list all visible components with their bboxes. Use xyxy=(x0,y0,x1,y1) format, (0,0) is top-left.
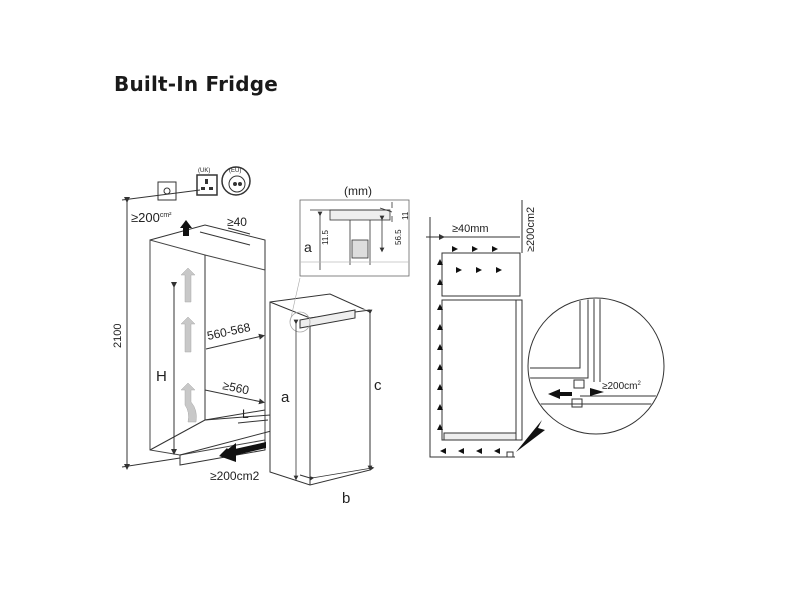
gap-40mm-label: ≥40mm xyxy=(452,223,489,235)
width-dimension-line xyxy=(205,333,265,350)
dim-56-5-label: 56.5 xyxy=(394,229,403,245)
magnified-detail xyxy=(527,297,665,435)
b-dimension-line xyxy=(309,466,375,481)
eu-label: (EU) xyxy=(229,168,241,174)
dim-11-label: 11 xyxy=(401,211,410,220)
top-exhaust-arrow-icon xyxy=(180,220,192,236)
vent-bottom-label: ≥200cm2 xyxy=(210,469,260,483)
detail-a-label: a xyxy=(304,239,312,255)
b-label: b xyxy=(342,490,350,507)
cabinet-niche xyxy=(149,224,276,466)
height-dimension xyxy=(121,189,201,470)
airflow-arrow-icon xyxy=(180,267,197,423)
L-dimension-line xyxy=(237,419,269,424)
bottom-intake-arrow-icon xyxy=(219,442,266,462)
c-label: c xyxy=(374,377,382,394)
dim-11-5-label: 11.5 xyxy=(321,229,330,245)
vent-side-label: ≥200cm2 xyxy=(525,207,537,252)
a-label: a xyxy=(281,389,290,406)
airflow-small-arrows xyxy=(437,246,502,454)
gap-top-dimension xyxy=(227,227,251,235)
L-label: L xyxy=(242,407,249,421)
H-label: H xyxy=(156,368,167,385)
vent-detail-label: ≥200cm2 xyxy=(602,381,642,392)
pointer-arrow-icon xyxy=(516,420,545,452)
depth-dimension-line xyxy=(204,389,265,405)
depth-inner-label: ≥560 xyxy=(221,378,250,397)
height-total-label: 2100 xyxy=(112,324,124,348)
uk-plug-icon xyxy=(196,174,218,196)
eu-plug-icon xyxy=(221,166,251,196)
hinge-detail xyxy=(299,199,410,277)
vent-top-label: ≥200cm² xyxy=(131,210,172,225)
mm-label: (mm) xyxy=(344,184,372,198)
uk-label: (UK) xyxy=(198,168,210,174)
page-title: Built-In Fridge xyxy=(114,72,278,96)
socket-icon xyxy=(157,181,177,201)
gap-top-label: ≥40 xyxy=(227,215,247,229)
